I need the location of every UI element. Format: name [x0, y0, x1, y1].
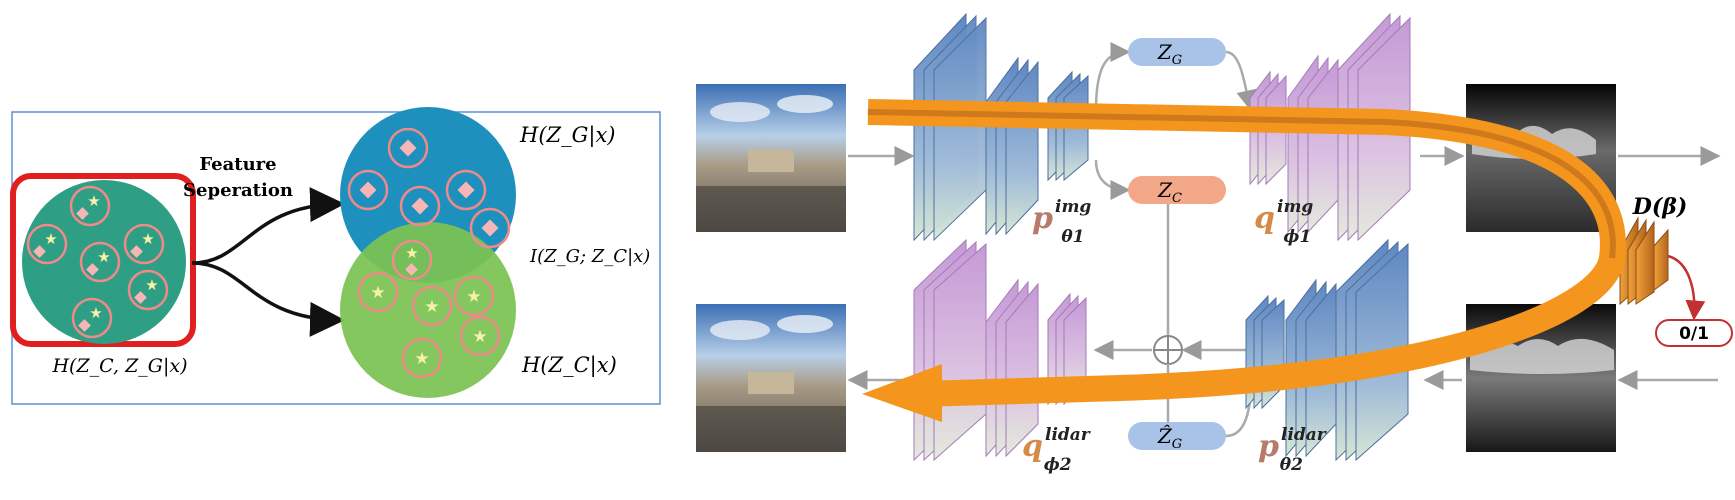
- svg-text:★: ★: [145, 276, 158, 294]
- latent-zg-label: ZG: [1157, 40, 1182, 68]
- joint-entropy-circle: [22, 180, 186, 344]
- joint-entropy-label: H(Z_C, Z_G|x): [51, 355, 187, 377]
- discriminator-block: [1619, 216, 1669, 306]
- svg-text:★: ★: [472, 327, 487, 347]
- svg-text:★: ★: [44, 230, 57, 248]
- latent-zg-box: [1128, 38, 1226, 66]
- svg-text:★: ★: [370, 283, 385, 303]
- entropy-c-label: H(Z_C|x): [521, 353, 617, 378]
- svg-text:★: ★: [89, 304, 102, 322]
- svg-text:★: ★: [97, 248, 110, 266]
- category-feature-items: ★ ★ ★ ★ ★: [357, 271, 501, 379]
- joint-feature-items: ★ ★ ★ ★ ★ ★: [26, 185, 169, 339]
- discriminator-label: D(β): [1632, 194, 1688, 220]
- feature-title-line1: Feature: [199, 154, 276, 175]
- star-item: ★: [401, 337, 443, 379]
- svg-text:★: ★: [414, 349, 429, 369]
- star-item: ★: [453, 275, 495, 317]
- latent-zc-label: ZC: [1157, 178, 1182, 206]
- svg-text:★: ★: [466, 287, 481, 307]
- star-item: ★: [459, 315, 501, 357]
- cycle-arrow: [862, 99, 1626, 422]
- mixed-feature-item: ★: [79, 241, 121, 283]
- discriminator-output-label: 0/1: [1679, 324, 1709, 344]
- cycle-arrow-head: [862, 364, 942, 422]
- svg-text:★: ★: [87, 192, 100, 210]
- svg-text:★: ★: [424, 297, 439, 317]
- joint-highlight-box: [10, 173, 196, 347]
- latent-zghat-box: [1128, 422, 1226, 450]
- discriminator-output-box: [1655, 319, 1733, 347]
- mixed-feature-item: ★: [123, 223, 165, 265]
- latent-zghat-label: ẐG: [1157, 424, 1182, 452]
- mixed-feature-item: ★: [71, 297, 113, 339]
- svg-text:★: ★: [405, 244, 418, 262]
- split-arrow-bottom: [191, 261, 345, 337]
- latent-zc-box: [1128, 176, 1226, 204]
- svg-text:★: ★: [141, 230, 154, 248]
- mixed-feature-item: ★: [26, 223, 68, 265]
- mixed-feature-item: ★: [391, 239, 433, 281]
- arrow-to-zg: [1094, 42, 1131, 111]
- star-item: ★: [411, 285, 453, 327]
- input-image: [696, 84, 846, 232]
- entropy-g-label: H(Z_G|x): [519, 123, 615, 148]
- mixed-feature-item: ★: [69, 185, 111, 227]
- arrow-zg-to-decoder: [1225, 50, 1257, 111]
- split-arrow-top: [191, 187, 345, 265]
- arrow-to-zc: [1094, 159, 1131, 200]
- discriminator-output-arrow: [1667, 254, 1706, 321]
- mutual-info-label: I(Z_G; Z_C|x): [529, 246, 650, 267]
- star-item: ★: [357, 271, 399, 313]
- mixed-feature-item: ★: [127, 269, 169, 311]
- feature-title-line2: Seperation: [183, 180, 293, 201]
- reconstructed-image: [696, 304, 846, 452]
